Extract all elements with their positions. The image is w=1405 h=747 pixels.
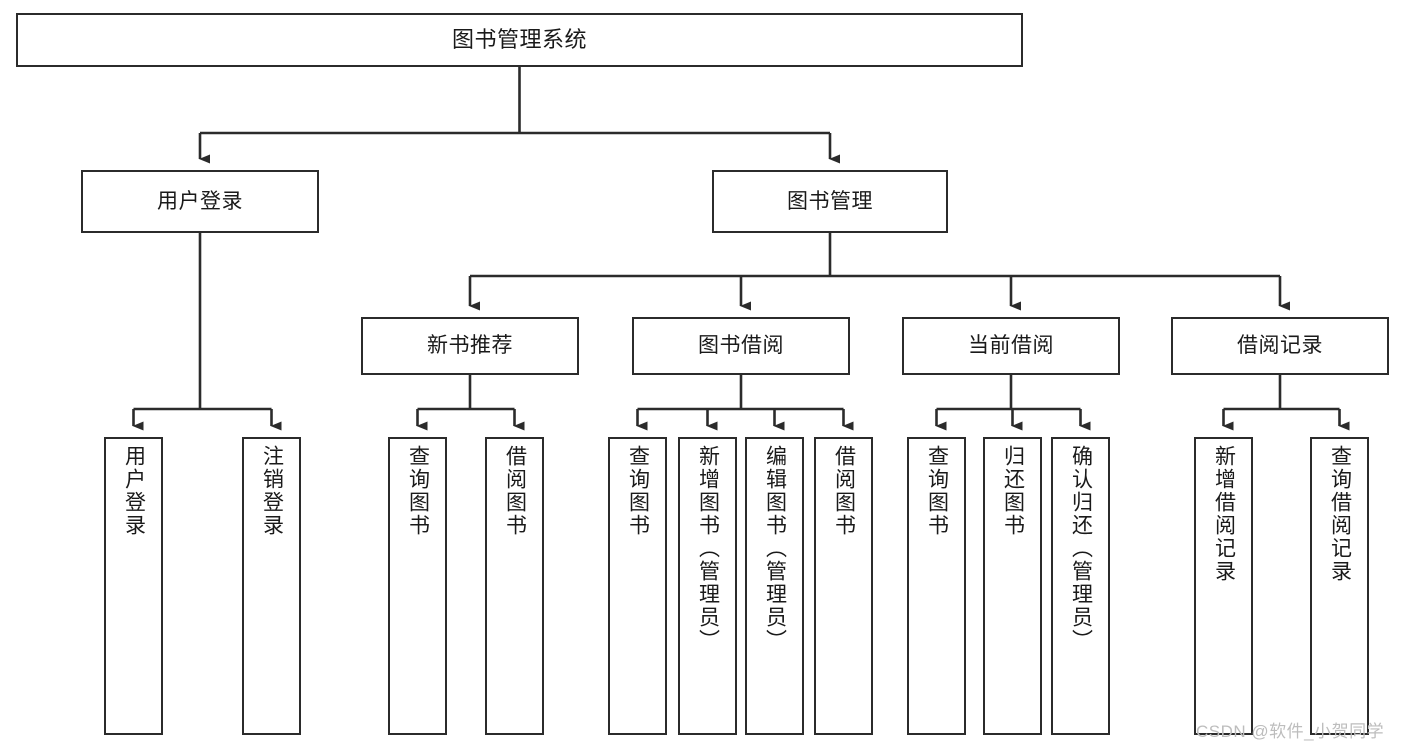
node-label-leaf-confirm-return: 确认归还（管理员） [1069,445,1093,652]
node-label-leaf-user-login: 用户登录 [122,445,146,537]
node-label-leaf-query-book-1: 查询图书 [406,445,430,537]
node-root[interactable]: 图书管理系统 [16,13,1023,67]
node-book-manage[interactable]: 图书管理 [712,170,948,233]
node-label-leaf-borrow-book-2: 借阅图书 [832,445,856,537]
node-label-leaf-borrow-book-1: 借阅图书 [503,445,527,537]
node-label-leaf-query-record: 查询借阅记录 [1328,445,1352,583]
node-leaf-confirm-return[interactable]: 确认归还（管理员） [1051,437,1110,735]
node-label-borrow-record: 借阅记录 [1237,334,1323,358]
node-label-leaf-add-book: 新增图书（管理员） [696,445,720,652]
node-leaf-query-book-2[interactable]: 查询图书 [608,437,667,735]
node-borrow-record[interactable]: 借阅记录 [1171,317,1389,375]
node-book-borrow[interactable]: 图书借阅 [632,317,850,375]
node-label-leaf-query-book-3: 查询图书 [925,445,949,537]
node-leaf-borrow-book-1[interactable]: 借阅图书 [485,437,544,735]
node-leaf-add-book[interactable]: 新增图书（管理员） [678,437,737,735]
node-new-book-rec[interactable]: 新书推荐 [361,317,579,375]
node-label-leaf-edit-book: 编辑图书（管理员） [763,445,787,652]
node-leaf-borrow-book-2[interactable]: 借阅图书 [814,437,873,735]
node-label-user-login: 用户登录 [157,189,243,213]
node-current-borrow[interactable]: 当前借阅 [902,317,1120,375]
node-leaf-query-book-3[interactable]: 查询图书 [907,437,966,735]
node-label-current-borrow: 当前借阅 [968,334,1054,358]
node-label-leaf-user-logout: 注销登录 [260,445,284,537]
node-leaf-edit-book[interactable]: 编辑图书（管理员） [745,437,804,735]
node-label-leaf-add-record: 新增借阅记录 [1212,445,1236,583]
node-leaf-user-logout[interactable]: 注销登录 [242,437,301,735]
node-label-book-manage: 图书管理 [787,189,873,213]
node-leaf-query-book-1[interactable]: 查询图书 [388,437,447,735]
node-label-leaf-return-book: 归还图书 [1001,445,1025,537]
node-label-new-book-rec: 新书推荐 [427,334,513,358]
node-label-root: 图书管理系统 [451,26,587,52]
node-leaf-return-book[interactable]: 归还图书 [983,437,1042,735]
node-user-login[interactable]: 用户登录 [81,170,319,233]
node-leaf-add-record[interactable]: 新增借阅记录 [1194,437,1253,735]
node-label-book-borrow: 图书借阅 [698,334,784,358]
node-leaf-user-login[interactable]: 用户登录 [104,437,163,735]
node-label-leaf-query-book-2: 查询图书 [626,445,650,537]
node-leaf-query-record[interactable]: 查询借阅记录 [1310,437,1369,735]
